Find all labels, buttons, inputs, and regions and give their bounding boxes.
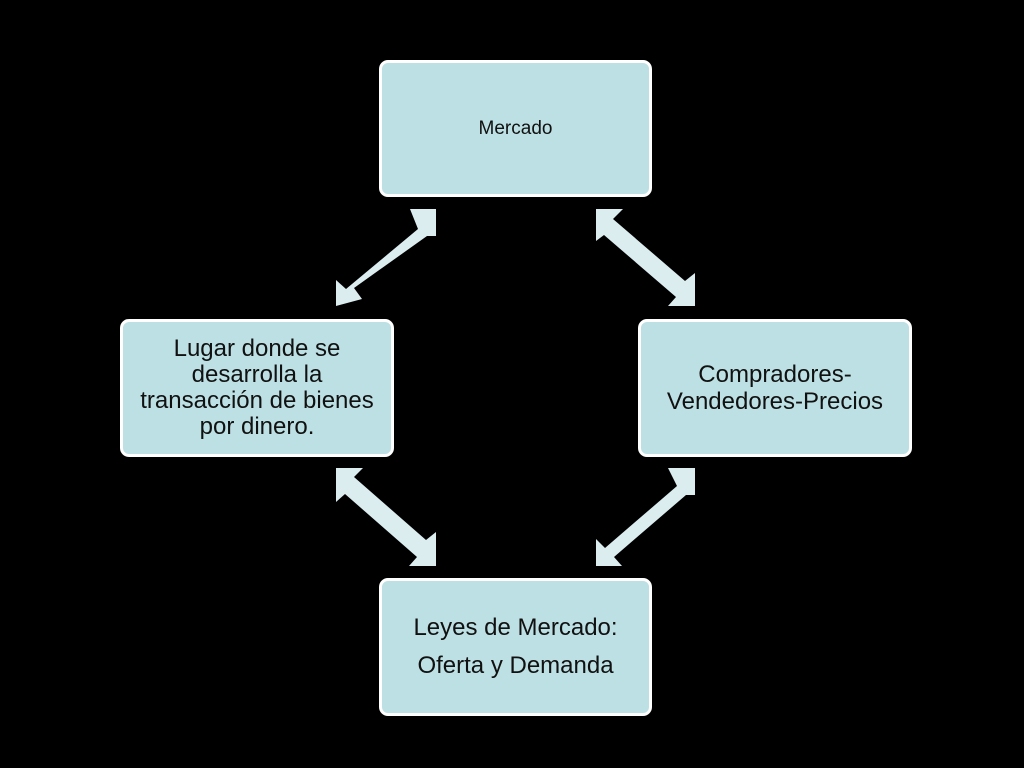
node-mercado: Mercado bbox=[379, 60, 652, 197]
arrow-top-to-right bbox=[596, 209, 695, 306]
node-compradores: Compradores-Vendedores-Precios bbox=[638, 319, 912, 457]
arrow-top-to-left bbox=[336, 209, 436, 306]
node-compradores-label: Compradores-Vendedores-Precios bbox=[666, 361, 884, 415]
arrow-left-to-bottom bbox=[336, 468, 436, 566]
arrow-right-to-bottom bbox=[596, 468, 695, 566]
node-leyes-line2: Oferta y Demanda bbox=[417, 652, 614, 679]
node-lugar-label: Lugar donde se desarrolla la transacción… bbox=[140, 335, 374, 440]
node-lugar: Lugar donde se desarrolla la transacción… bbox=[120, 319, 394, 457]
node-mercado-label: Mercado bbox=[478, 117, 553, 139]
node-leyes: Leyes de Mercado: Oferta y Demanda bbox=[379, 578, 652, 716]
node-leyes-line1: Leyes de Mercado: bbox=[413, 614, 618, 641]
